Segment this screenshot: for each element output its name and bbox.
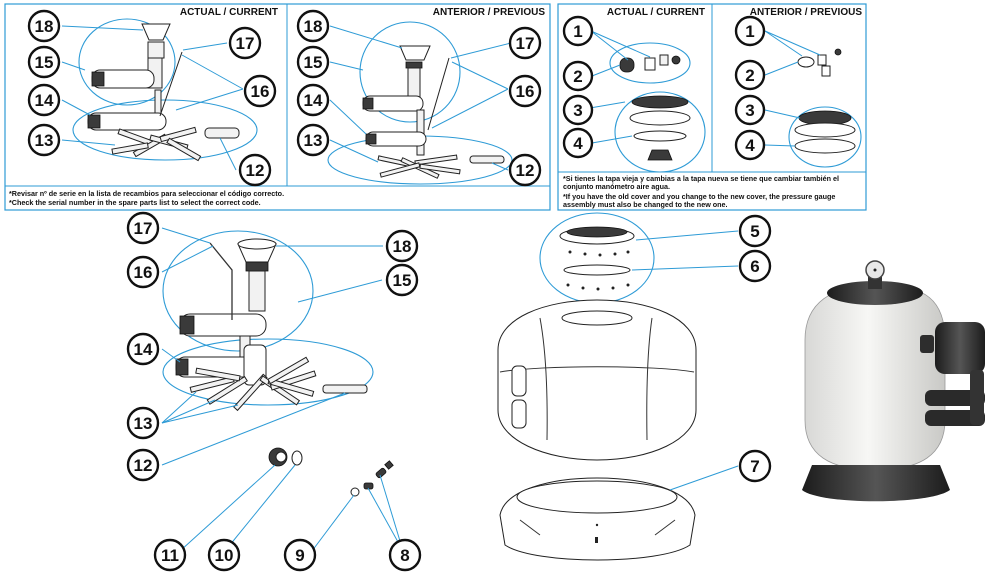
callout-5: 5 xyxy=(750,222,759,241)
cover-note-es-1: *Si tienes la tapa vieja y cambias a la … xyxy=(563,174,839,183)
cover-note-en-1: *If you have the old cover and you chang… xyxy=(563,192,835,201)
callout-9: 9 xyxy=(295,546,304,565)
callout-3: 3 xyxy=(745,101,754,120)
cover-note-es-2: conjunto manómetro aire agua. xyxy=(563,182,670,191)
callouts-cover: 1 2 3 4 1 2 3 4 xyxy=(562,15,766,161)
callout-15: 15 xyxy=(35,53,54,72)
callouts-current: 18 15 14 13 17 16 12 xyxy=(27,9,277,187)
callout-11: 11 xyxy=(161,546,179,565)
callout-16: 16 xyxy=(516,82,535,101)
callout-14: 14 xyxy=(304,91,323,110)
callout-14: 14 xyxy=(35,91,54,110)
serial-note-en: *Check the serial number in the spare pa… xyxy=(9,198,261,207)
callout-16: 16 xyxy=(251,82,270,101)
previous-cover-drawing xyxy=(788,48,862,168)
callout-4: 4 xyxy=(573,134,583,153)
callout-3: 3 xyxy=(573,101,582,120)
callout-4: 4 xyxy=(745,136,755,155)
filter-tank-body xyxy=(497,212,697,461)
current-internals-drawing xyxy=(72,18,258,162)
callout-12: 12 xyxy=(134,456,153,475)
filter-product-photo xyxy=(802,260,985,502)
callout-13: 13 xyxy=(35,131,54,150)
callout-8: 8 xyxy=(400,546,409,565)
callout-15: 15 xyxy=(393,271,412,290)
callout-18: 18 xyxy=(304,17,323,36)
callout-10: 10 xyxy=(215,546,234,565)
drain-plug-parts xyxy=(268,447,303,467)
callout-13: 13 xyxy=(304,131,323,150)
callout-16: 16 xyxy=(134,263,153,282)
callout-13: 13 xyxy=(134,414,153,433)
callout-17: 17 xyxy=(134,219,153,238)
callout-2: 2 xyxy=(573,67,582,86)
callout-12: 12 xyxy=(516,161,535,180)
callouts-tank: 5 6 7 xyxy=(738,214,772,483)
callouts-previous: 18 15 14 13 17 16 12 xyxy=(296,9,542,187)
callout-12: 12 xyxy=(246,161,265,180)
current-cover-drawing xyxy=(609,42,706,173)
valve-small-parts xyxy=(350,460,394,497)
callout-18: 18 xyxy=(35,17,54,36)
serial-note-es: *Revisar nº de serie en la lista de reca… xyxy=(9,189,284,198)
callouts-main: 17 16 14 13 12 18 15 11 10 9 8 xyxy=(126,211,422,572)
header-anterior-previous-cover: ANTERIOR / PREVIOUS xyxy=(750,7,863,18)
callout-17: 17 xyxy=(516,34,535,53)
callout-6: 6 xyxy=(750,257,759,276)
filter-base xyxy=(499,477,696,561)
cover-note-en-2: assembly must also be changed to the new… xyxy=(563,200,728,209)
previous-internals-drawing xyxy=(327,21,513,185)
callout-18: 18 xyxy=(393,237,412,256)
main-internals-assembly xyxy=(162,230,374,412)
callout-7: 7 xyxy=(750,457,759,476)
callout-14: 14 xyxy=(134,340,153,359)
callout-2: 2 xyxy=(745,66,754,85)
internals-comparison-panel xyxy=(4,3,551,211)
callout-1: 1 xyxy=(745,22,754,41)
header-anterior-previous: ANTERIOR / PREVIOUS xyxy=(433,7,546,18)
callout-17: 17 xyxy=(236,34,255,53)
callout-15: 15 xyxy=(304,53,323,72)
header-actual-current-cover: ACTUAL / CURRENT xyxy=(607,7,705,18)
header-actual-current: ACTUAL / CURRENT xyxy=(180,7,278,18)
callout-1: 1 xyxy=(573,22,582,41)
